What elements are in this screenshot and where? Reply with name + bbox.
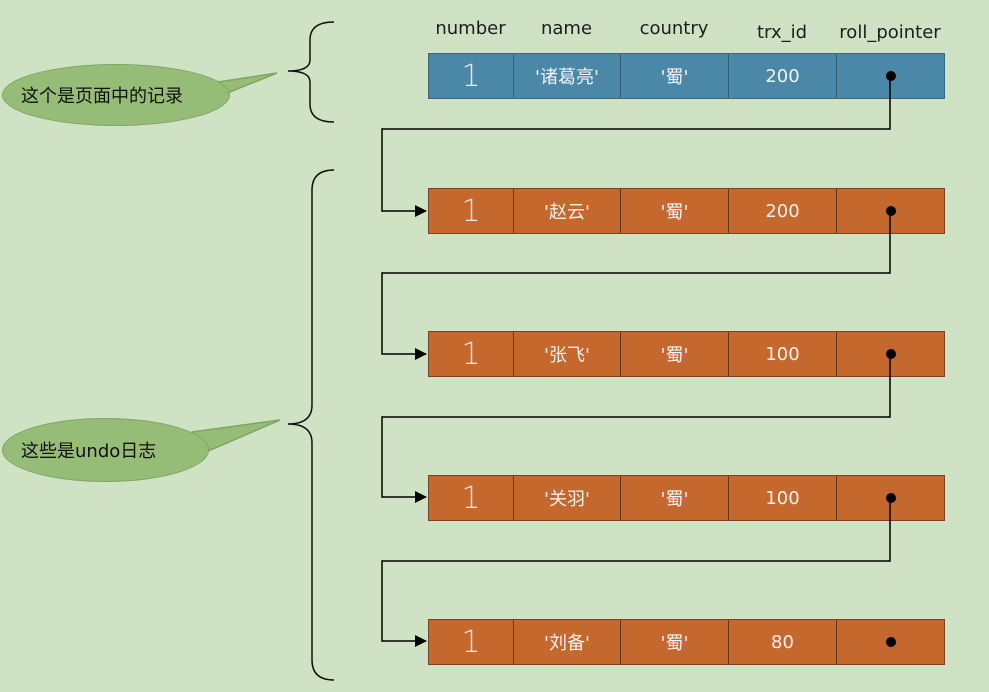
number-cell: 1 (429, 332, 514, 376)
page-record-callout: 这个是页面中的记录 (2, 64, 230, 126)
trx-id-cell: 200 (729, 189, 837, 233)
page-record-row: 1 '诸葛亮' '蜀' 200 (428, 53, 945, 99)
name-cell: '关羽' (514, 476, 621, 520)
roll-pointer-link (381, 76, 891, 217)
roll-pointer-link (381, 355, 891, 503)
pointer-dot (885, 206, 896, 216)
column-header-trx-id: trx_id (756, 22, 808, 43)
name-cell: '赵云' (514, 189, 621, 233)
roll-pointer-cell (837, 620, 944, 664)
roll-pointer-link (381, 499, 891, 647)
country-cell: '蜀' (621, 476, 729, 520)
pointer-dot (885, 493, 896, 503)
number-cell: 1 (429, 189, 514, 233)
country-cell: '蜀' (621, 54, 729, 98)
undo-record-row: 1 '张飞' '蜀' 100 (428, 331, 945, 377)
undo-record-row: 1 '赵云' '蜀' 200 (428, 188, 945, 234)
callout-label: 这些是undo日志 (21, 441, 157, 462)
number-cell: 1 (429, 54, 514, 98)
name-cell: '张飞' (514, 332, 621, 376)
name-cell: '诸葛亮' (514, 54, 621, 98)
trx-id-cell: 200 (729, 54, 837, 98)
undo-record-row: 1 '刘备' '蜀' 80 (428, 619, 945, 665)
undo-record-row: 1 '关羽' '蜀' 100 (428, 475, 945, 521)
pointer-dot (885, 349, 896, 359)
undo-log-brace (287, 169, 335, 681)
undo-log-callout: 这些是undo日志 (2, 418, 209, 482)
country-cell: '蜀' (621, 620, 729, 664)
country-cell: '蜀' (621, 189, 729, 233)
page-record-brace (287, 21, 335, 123)
country-cell: '蜀' (621, 332, 729, 376)
pointer-dot (885, 637, 896, 647)
number-cell: 1 (429, 476, 514, 520)
name-cell: '刘备' (514, 620, 621, 664)
column-header-country: country (639, 18, 709, 39)
callout-label: 这个是页面中的记录 (21, 86, 183, 107)
trx-id-cell: 100 (729, 476, 837, 520)
column-header-number: number (435, 18, 506, 39)
roll-pointer-cell (837, 332, 944, 376)
column-header-roll-pointer: roll_pointer (839, 22, 941, 43)
roll-pointer-cell (837, 476, 944, 520)
column-header-name: name (540, 18, 593, 39)
roll-pointer-link (381, 212, 891, 360)
number-cell: 1 (429, 620, 514, 664)
roll-pointer-cell (837, 189, 944, 233)
trx-id-cell: 100 (729, 332, 837, 376)
trx-id-cell: 80 (729, 620, 837, 664)
